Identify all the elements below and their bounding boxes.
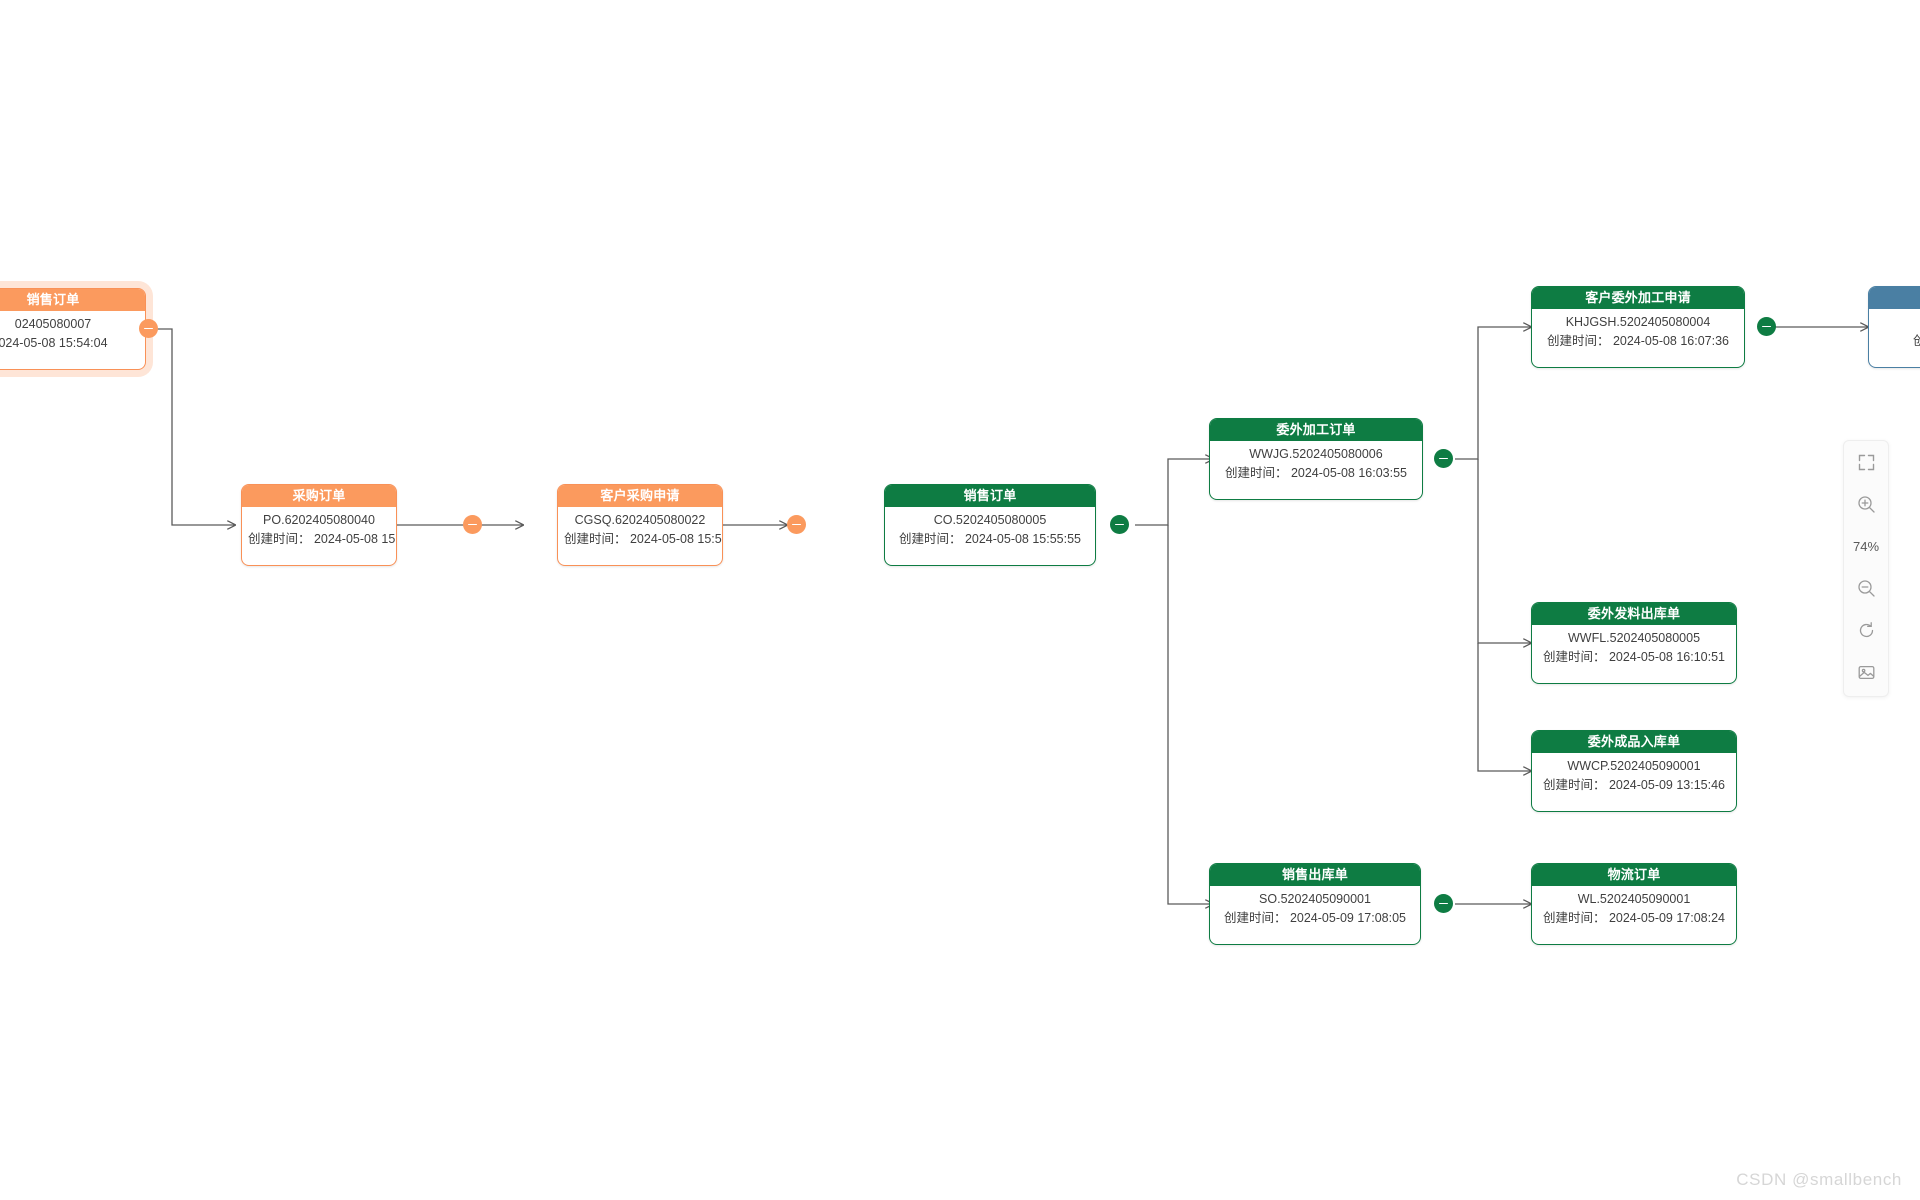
node-title <box>1869 287 1920 309</box>
node-time: 024-05-08 15:54:04 <box>0 336 108 350</box>
node-body: 02405080007 024-05-08 15:54:04 <box>0 311 145 359</box>
node-title: 委外发料出库单 <box>1532 603 1736 625</box>
node-time: 创建时间： 2024-05-08 15:54:38 <box>248 532 396 546</box>
node-body: WWJG.5202405080006 创建时间： 2024-05-08 16:0… <box>1210 441 1422 489</box>
collapse-toggle-outsourced-processing-order[interactable] <box>1434 449 1453 468</box>
reset-icon[interactable] <box>1844 609 1888 651</box>
zoom-level-label: 74% <box>1852 538 1880 554</box>
zoom-in-icon[interactable] <box>1844 483 1888 525</box>
collapse-toggle-sales-order-root[interactable] <box>139 319 158 338</box>
node-time: 创建时间： 2024-05-09 13:15:46 <box>1542 778 1726 792</box>
node-body: WWCP.5202405090001 创建时间： 2024-05-09 13:1… <box>1532 753 1736 801</box>
node-title: 销售出库单 <box>1210 864 1420 886</box>
node-title: 物流订单 <box>1532 864 1736 886</box>
node-code: WWFL.5202405080005 <box>1567 631 1701 645</box>
collapse-toggle-sales-delivery-note[interactable] <box>1434 894 1453 913</box>
node-time: 创建时间： 2024-05-08 16:07:36 <box>1546 334 1730 348</box>
node-title: 客户采购申请 <box>558 485 722 507</box>
node-title: 客户委外加工申请 <box>1532 287 1744 309</box>
node-purchase-order[interactable]: 采购订单 PO.6202405080040 创建时间： 2024-05-08 1… <box>241 484 397 566</box>
node-code: ST. <box>1875 313 1920 332</box>
node-code: KHJGSH.5202405080004 <box>1565 315 1711 329</box>
node-body: KHJGSH.5202405080004 创建时间： 2024-05-08 16… <box>1532 309 1744 357</box>
node-clipped-right[interactable]: ST. 创建时间 <box>1868 286 1920 368</box>
node-title: 委外成品入库单 <box>1532 731 1736 753</box>
node-body: CGSQ.6202405080022 创建时间： 2024-05-08 15:5… <box>558 507 722 555</box>
node-logistics-order[interactable]: 物流订单 WL.5202405090001 创建时间： 2024-05-09 1… <box>1531 863 1737 945</box>
node-outsourced-finished-goods-receipt[interactable]: 委外成品入库单 WWCP.5202405090001 创建时间： 2024-05… <box>1531 730 1737 812</box>
export-image-icon[interactable] <box>1844 651 1888 693</box>
node-body: WL.5202405090001 创建时间： 2024-05-09 17:08:… <box>1532 886 1736 934</box>
node-body: WWFL.5202405080005 创建时间： 2024-05-08 16:1… <box>1532 625 1736 673</box>
node-outsourced-material-issue[interactable]: 委外发料出库单 WWFL.5202405080005 创建时间： 2024-05… <box>1531 602 1737 684</box>
collapse-toggle-sales-order-co[interactable] <box>1110 515 1129 534</box>
fullscreen-icon[interactable] <box>1844 441 1888 483</box>
collapse-toggle-purchase-order[interactable] <box>463 515 482 534</box>
node-title: 销售订单 <box>0 289 145 311</box>
node-body: PO.6202405080040 创建时间： 2024-05-08 15:54:… <box>242 507 396 555</box>
node-title: 销售订单 <box>885 485 1095 507</box>
collapse-toggle-customer-purchase-request[interactable] <box>787 515 806 534</box>
node-body: CO.5202405080005 创建时间： 2024-05-08 15:55:… <box>885 507 1095 555</box>
node-code: SO.5202405090001 <box>1259 892 1371 906</box>
node-time: 创建时间： 2024-05-08 15:55:55 <box>898 532 1082 546</box>
node-time: 创建时间： 2024-05-08 15:54:57 <box>564 532 722 546</box>
node-code: 02405080007 <box>14 317 92 331</box>
watermark: CSDN @smallbench <box>1736 1170 1902 1189</box>
node-title: 采购订单 <box>242 485 396 507</box>
node-code: WWJG.5202405080006 <box>1249 447 1383 461</box>
zoom-out-icon[interactable] <box>1844 567 1888 609</box>
node-code: PO.6202405080040 <box>263 513 375 527</box>
node-time: 创建时间： 2024-05-09 17:08:24 <box>1542 911 1726 925</box>
node-time: 创建时间 <box>1875 332 1920 351</box>
node-time: 创建时间： 2024-05-09 17:08:05 <box>1223 911 1407 925</box>
diagram-toolbar[interactable]: 74% <box>1843 440 1889 697</box>
node-customer-purchase-request[interactable]: 客户采购申请 CGSQ.6202405080022 创建时间： 2024-05-… <box>557 484 723 566</box>
node-sales-order-root[interactable]: 销售订单 02405080007 024-05-08 15:54:04 <box>0 288 146 370</box>
node-time: 创建时间： 2024-05-08 16:10:51 <box>1542 650 1726 664</box>
collapse-toggle-customer-outsourcing-request[interactable] <box>1757 317 1776 336</box>
node-body: ST. 创建时间 <box>1869 309 1920 357</box>
node-title: 委外加工订单 <box>1210 419 1422 441</box>
node-code: CGSQ.6202405080022 <box>574 513 706 527</box>
node-code: CO.5202405080005 <box>933 513 1047 527</box>
node-sales-order-co[interactable]: 销售订单 CO.5202405080005 创建时间： 2024-05-08 1… <box>884 484 1096 566</box>
node-code: WL.5202405090001 <box>1577 892 1691 906</box>
node-time: 创建时间： 2024-05-08 16:03:55 <box>1224 466 1408 480</box>
node-outsourced-processing-order[interactable]: 委外加工订单 WWJG.5202405080006 创建时间： 2024-05-… <box>1209 418 1423 500</box>
node-body: SO.5202405090001 创建时间： 2024-05-09 17:08:… <box>1210 886 1420 934</box>
node-customer-outsourcing-request[interactable]: 客户委外加工申请 KHJGSH.5202405080004 创建时间： 2024… <box>1531 286 1745 368</box>
node-code: WWCP.5202405090001 <box>1567 759 1701 773</box>
node-sales-delivery-note[interactable]: 销售出库单 SO.5202405090001 创建时间： 2024-05-09 … <box>1209 863 1421 945</box>
